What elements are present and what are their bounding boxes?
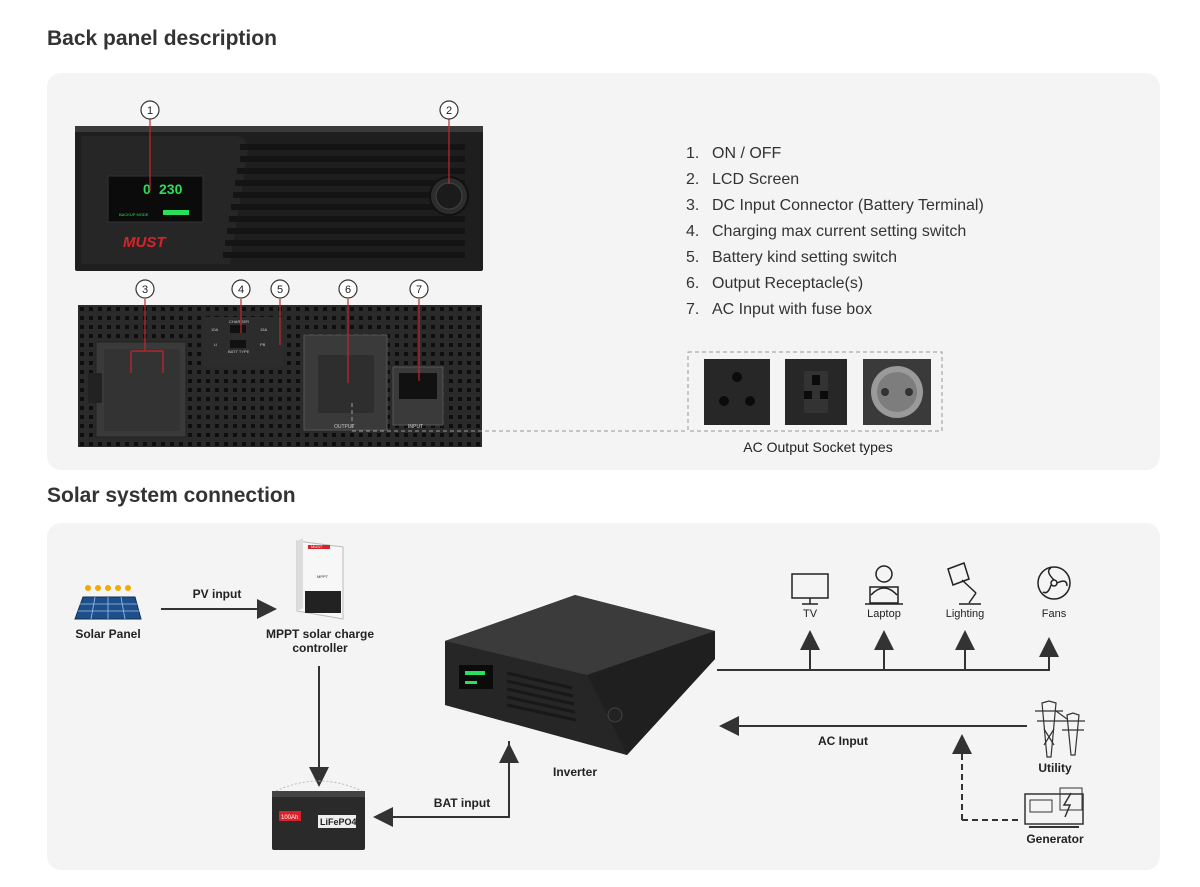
- output-label: OUTPUT: [334, 424, 355, 430]
- back-panel-card: 0 230 BACKUP MODE MUST CHARGER 10A 15A L…: [47, 73, 1160, 470]
- tv-icon: [791, 573, 829, 605]
- callout-7: 7: [416, 284, 422, 296]
- lighting-icon: [947, 562, 981, 605]
- utility-label: Utility: [1038, 761, 1072, 775]
- lcd-mode-text: BACKUP MODE: [119, 212, 149, 217]
- amp-low-label: 10A: [211, 327, 218, 332]
- description-list: 1.ON / OFF 2.LCD Screen 3.DC Input Conne…: [686, 144, 984, 326]
- controller-label-line2: controller: [292, 641, 348, 655]
- bat-input-label: BAT input: [433, 796, 491, 810]
- list-item: 1.ON / OFF: [686, 145, 782, 162]
- callout-2: 2: [446, 105, 452, 117]
- lcd-left-digit: 0: [143, 181, 151, 197]
- list-item: 3.DC Input Connector (Battery Terminal): [686, 197, 984, 214]
- solar-panel-icon: [74, 585, 142, 620]
- charger-label: CHARGER: [229, 319, 249, 324]
- fans-label: Fans: [1041, 608, 1067, 620]
- callout-1: 1: [147, 105, 153, 117]
- list-item: 2.LCD Screen: [686, 171, 800, 188]
- li-label: LI: [214, 342, 217, 347]
- lcd-right-digits: 230: [159, 181, 183, 197]
- lighting-label: Lighting: [945, 608, 985, 620]
- controller-label-line1: MPPT solar charge: [265, 627, 375, 641]
- laptop-icon: [865, 565, 903, 605]
- controller-model: MPPT: [317, 574, 329, 579]
- utility-tower-icon: [1035, 700, 1085, 758]
- controller-brand: MUST: [311, 544, 323, 549]
- solar-diagram: MUST MPPT 100Ah LiFePO4: [74, 538, 1085, 850]
- inverter-icon: [445, 595, 715, 755]
- callout-6: 6: [345, 284, 351, 296]
- generator-icon: [1024, 787, 1084, 828]
- solar-connection-card: MUST MPPT 100Ah LiFePO4: [47, 523, 1160, 870]
- fan-icon: [1037, 566, 1071, 600]
- generator-label: Generator: [1026, 832, 1084, 846]
- callout-5: 5: [277, 284, 283, 296]
- socket-caption: AC Output Socket types: [743, 439, 893, 455]
- list-item: 4.Charging max current setting switch: [686, 223, 967, 240]
- pb-label: PB: [260, 342, 266, 347]
- battery-capacity: 100Ah: [281, 815, 298, 821]
- list-item: 7.AC Input with fuse box: [686, 301, 873, 318]
- laptop-label: Laptop: [867, 608, 901, 620]
- solar-connection-title: Solar system connection: [47, 484, 296, 507]
- inverter-front-view: 0 230 BACKUP MODE MUST: [75, 126, 483, 271]
- list-item: 5.Battery kind setting switch: [686, 249, 897, 266]
- socket-types: [704, 359, 931, 425]
- battery-type: LiFePO4: [320, 817, 357, 827]
- inverter-label: Inverter: [552, 765, 598, 779]
- callout-layer: 1 2 3 4 5 6 7: [130, 100, 943, 432]
- amp-high-label: 15A: [260, 327, 267, 332]
- tv-label: TV: [802, 608, 818, 620]
- brand-logo: MUST: [123, 234, 167, 251]
- callout-4: 4: [238, 284, 244, 296]
- pv-input-label: PV input: [192, 587, 242, 601]
- mppt-controller-icon: MUST MPPT: [296, 538, 344, 620]
- callout-3: 3: [142, 284, 148, 296]
- battery-icon: 100Ah LiFePO4: [272, 791, 365, 850]
- input-label: INPUT: [408, 424, 423, 430]
- back-panel-title: Back panel description: [47, 27, 277, 50]
- ac-input-label: AC Input: [818, 734, 868, 748]
- batt-type-label: BATT TYPE: [228, 349, 250, 354]
- list-item: 6.Output Receptacle(s): [686, 275, 864, 292]
- solar-panel-label: Solar Panel: [75, 627, 141, 641]
